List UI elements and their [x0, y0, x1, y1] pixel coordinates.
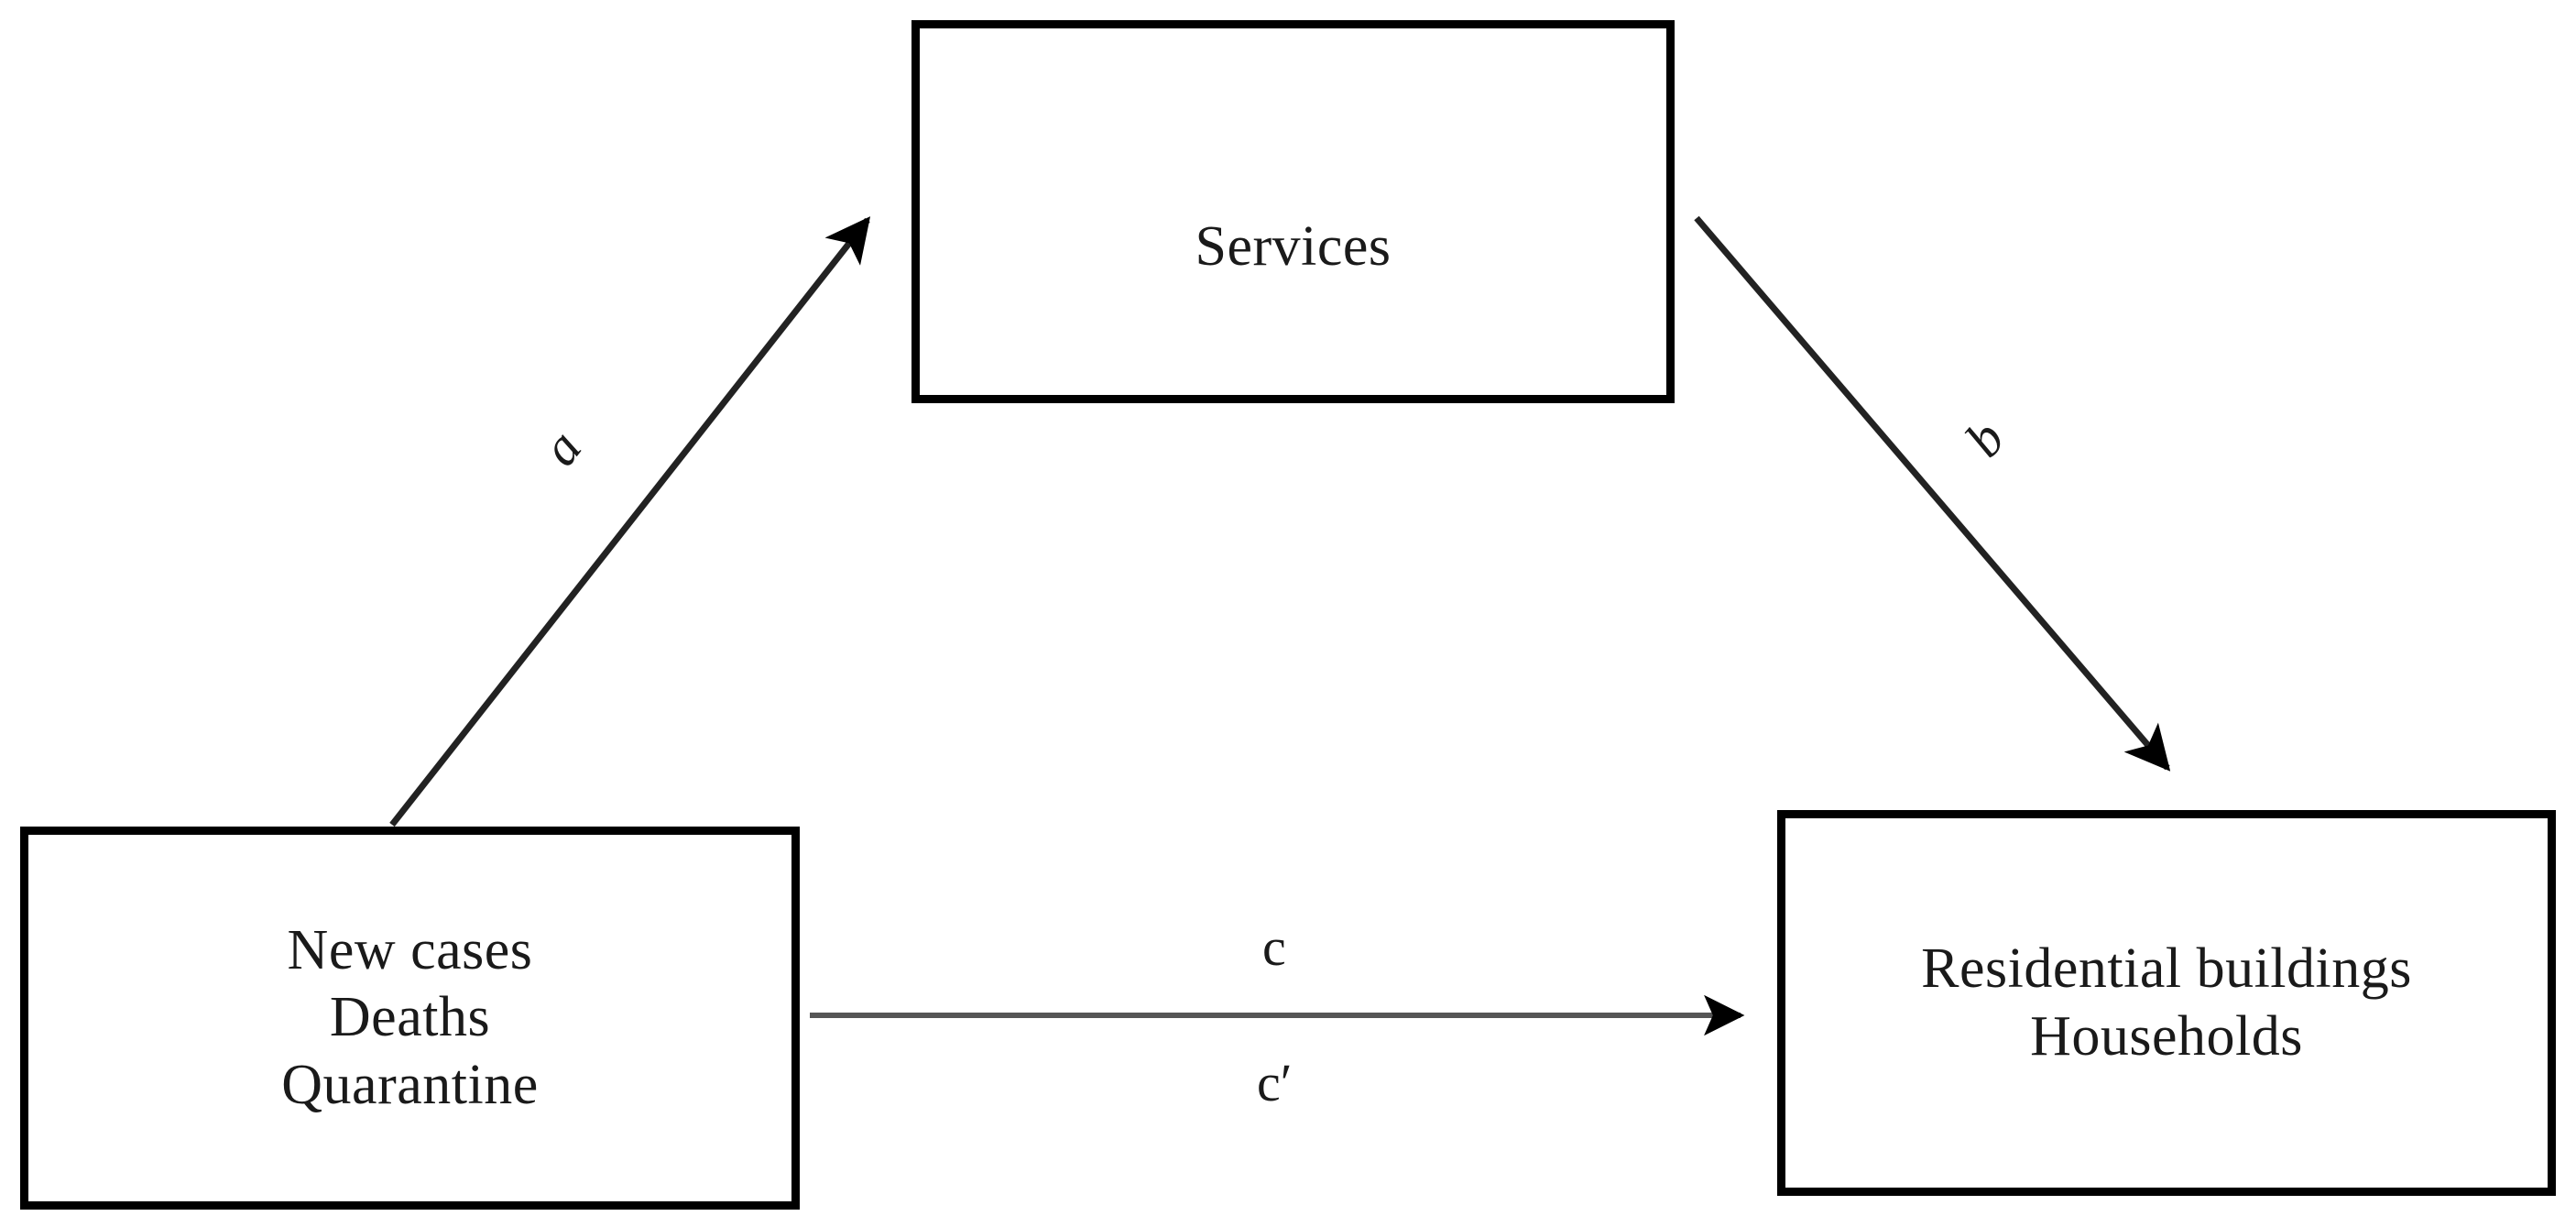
edge-b-path [1694, 215, 2171, 772]
node-predictors[interactable]: New cases Deaths Quarantine [20, 827, 800, 1210]
edge-label-c-prime: c′ [1257, 1053, 1293, 1112]
node-outcomes[interactable]: Residential buildings Households [1777, 810, 2556, 1196]
node-outcomes-label-0: Residential buildings [1921, 937, 2412, 1001]
node-predictors-label-0: New cases [287, 919, 533, 982]
edge-label-b: b [1953, 409, 2016, 468]
node-predictors-label-1: Deaths [329, 986, 491, 1049]
node-services[interactable]: Services [911, 20, 1675, 403]
node-services-label-0: Services [1195, 215, 1392, 279]
edge-a-path [389, 216, 871, 827]
node-outcomes-label-1: Households [2030, 1004, 2303, 1068]
edge-label-c: c [1262, 917, 1286, 977]
edge-label-a: a [529, 419, 594, 477]
node-predictors-label-2: Quarantine [281, 1053, 539, 1116]
